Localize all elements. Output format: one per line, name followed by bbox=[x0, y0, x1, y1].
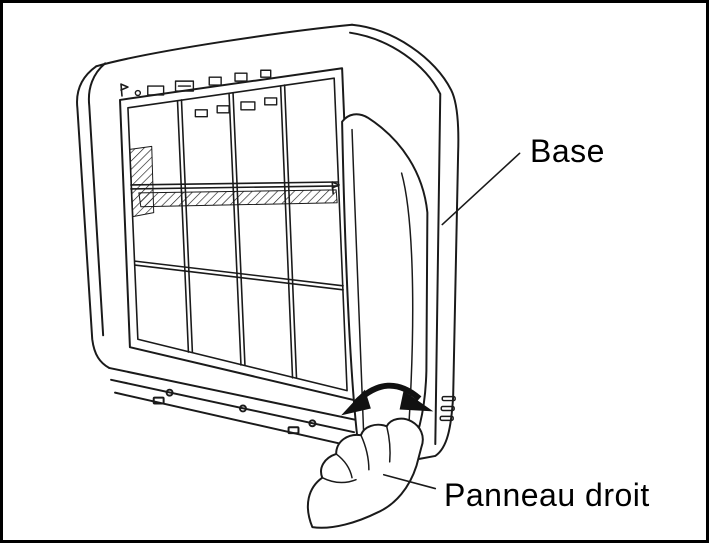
label-base: Base bbox=[530, 133, 605, 169]
clip-mark bbox=[331, 181, 340, 195]
hand-illustration bbox=[306, 417, 424, 529]
leader-line-right-panel bbox=[382, 473, 437, 490]
label-right-panel: Panneau droit bbox=[444, 477, 650, 513]
ac-unit-body bbox=[76, 23, 460, 460]
rotation-arrow-icon bbox=[341, 382, 434, 416]
hatch-band bbox=[138, 189, 338, 208]
side-vent-slots bbox=[439, 395, 456, 422]
control-strip-icons bbox=[134, 69, 278, 118]
leader-lines bbox=[382, 152, 521, 490]
leader-line-base bbox=[441, 152, 521, 226]
ac-unit-illustration bbox=[76, 23, 521, 529]
filter-grille bbox=[119, 67, 357, 402]
hatch-left-strip bbox=[129, 145, 155, 218]
right-panel bbox=[341, 113, 429, 470]
clip-mark bbox=[120, 83, 129, 97]
